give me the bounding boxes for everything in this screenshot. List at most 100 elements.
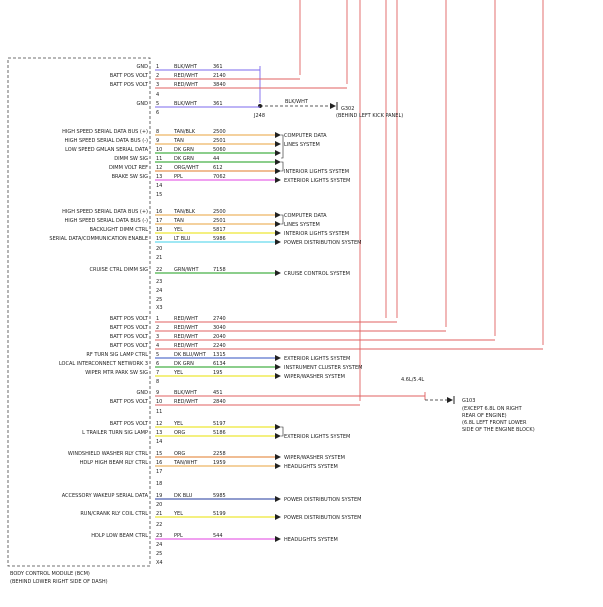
g103-engine-note: 4.6L/5.4L [401, 377, 424, 383]
destination-system: EXTERIOR LIGHTS SYSTEM [284, 178, 350, 184]
circuit-number: 5817 [213, 227, 226, 233]
wire-color: RED/WHT [174, 73, 199, 79]
wire-color: DK BLU [174, 493, 193, 499]
ground-wire-color: BLK/WHT [285, 99, 309, 105]
pin-label: BATT POS VOLT [110, 421, 149, 427]
pin-label: CRUISE CTRL DIMM SIG [90, 267, 149, 273]
pin-label: BATT POS VOLT [110, 82, 149, 88]
wire-color: TAN [173, 138, 184, 144]
circuit-number: 5986 [213, 236, 226, 242]
pin-label: GND [137, 390, 149, 396]
pin-number: 17 [156, 218, 162, 224]
destination-system: POWER DISTRIBUTION SYSTEM [284, 515, 361, 521]
pin-number: 16 [156, 460, 162, 466]
wire-color: ORG [174, 451, 185, 457]
pin-label: LOCAL INTERCONNECT NETWORK 3 [59, 361, 148, 367]
wire-color: BLK/WHT [174, 390, 198, 396]
group-bracket [281, 161, 284, 172]
wire-color: RED/WHT [174, 316, 199, 322]
pin-number: 5 [156, 352, 159, 358]
arrow-icon [275, 239, 281, 245]
destination-system: WIPER/WASHER SYSTEM [284, 374, 345, 380]
pin-number: 22 [156, 267, 162, 273]
arrow-icon [275, 355, 281, 361]
pin-label: BATT POS VOLT [110, 334, 149, 340]
pin-label: GND [137, 64, 149, 70]
pin-number: 24 [156, 288, 162, 294]
wire-color: TAN/WHT [173, 460, 198, 466]
circuit-number: 5197 [213, 421, 226, 427]
circuit-number: 5985 [213, 493, 226, 499]
arrow-icon [275, 132, 281, 138]
wire-color: ORG [174, 430, 185, 436]
destination-system: COMPUTER DATA [284, 133, 327, 139]
pin-number: 12 [156, 165, 162, 171]
wire-color: YEL [173, 511, 183, 517]
pin-number: 25 [156, 551, 162, 557]
pin-number: 13 [156, 430, 162, 436]
g103-line-3: (6.8L LEFT FRONT LOWER [462, 420, 527, 426]
wire-color: YEL [173, 421, 183, 427]
pin-number: 4 [156, 92, 159, 98]
pin-number: 6 [156, 110, 159, 116]
arrow-icon [275, 221, 281, 227]
wire-color: BLK/WHT [174, 64, 198, 70]
pin-label: BATT POS VOLT [110, 73, 149, 79]
wire-color: DK GRN [174, 147, 194, 153]
g103-line-2: REAR OF ENGINE) [462, 413, 507, 419]
pin-number: 21 [156, 255, 162, 261]
pin-label: LOW SPEED GMLAN SERIAL DATA [65, 147, 148, 153]
pin-number: 5 [156, 101, 159, 107]
pin-label: DIMM VOLT REF [109, 165, 148, 171]
circuit-number: 2501 [213, 138, 226, 144]
circuit-number: 2240 [213, 343, 226, 349]
destination-system: CRUISE CONTROL SYSTEM [284, 271, 350, 277]
arrow-icon [275, 177, 281, 183]
pin-number: 8 [156, 379, 159, 385]
pin-number: 6 [156, 361, 159, 367]
g103-id: G103 [462, 398, 475, 404]
pin-label: RUN/CRANK RLY COIL CTRL [80, 511, 148, 517]
pin-number: 25 [156, 297, 162, 303]
ground-splice [258, 66, 338, 110]
arrow-icon [275, 364, 281, 370]
circuit-number: 6134 [213, 361, 226, 367]
destination-system: EXTERIOR LIGHTS SYSTEM [284, 434, 350, 440]
pin-number: 18 [156, 227, 162, 233]
arrow-icon [275, 373, 281, 379]
circuit-number: 2500 [213, 209, 226, 215]
red-feed-lines [299, 0, 544, 401]
arrow-icon [275, 270, 281, 276]
circuit-number: 195 [213, 370, 223, 376]
pin-label: BRAKE SW SIG [112, 174, 149, 180]
pin-number: 4 [156, 343, 159, 349]
pin-number: 22 [156, 522, 162, 528]
pin-number: 11 [156, 156, 162, 162]
arrow-icon [275, 463, 281, 469]
wire-color: TAN/BLK [173, 129, 196, 135]
destination-system: EXTERIOR LIGHTS SYSTEM [284, 356, 350, 362]
pin-number: 1 [156, 64, 159, 70]
group-bracket [281, 214, 284, 225]
circuit-number: 2258 [213, 451, 226, 457]
circuit-number: 361 [213, 101, 223, 107]
arrow-icon [275, 536, 281, 542]
circuit-number: 3840 [213, 82, 226, 88]
arrow-icon [275, 496, 281, 502]
g103-line-1: (EXCEPT 6.8L ON RIGHT [462, 406, 523, 412]
pin-label: BATT POS VOLT [110, 399, 149, 405]
pin-number: 2 [156, 73, 159, 79]
destination-system: HEADLIGHTS SYSTEM [284, 537, 338, 543]
pin-label: HIGH SPEED SERIAL DATA BUS (-) [64, 218, 148, 224]
wire-color: PPL [174, 533, 183, 539]
splice-id: J248 [253, 113, 265, 119]
circuit-number: 2840 [213, 399, 226, 405]
pin-number: 7 [156, 370, 159, 376]
wire-color: LT BLU [174, 236, 191, 242]
destination-system: COMPUTER DATA [284, 213, 327, 219]
arrow-icon [275, 141, 281, 147]
pin-number: 15 [156, 451, 162, 457]
pin-number: 13 [156, 174, 162, 180]
arrow-icon [275, 433, 281, 439]
